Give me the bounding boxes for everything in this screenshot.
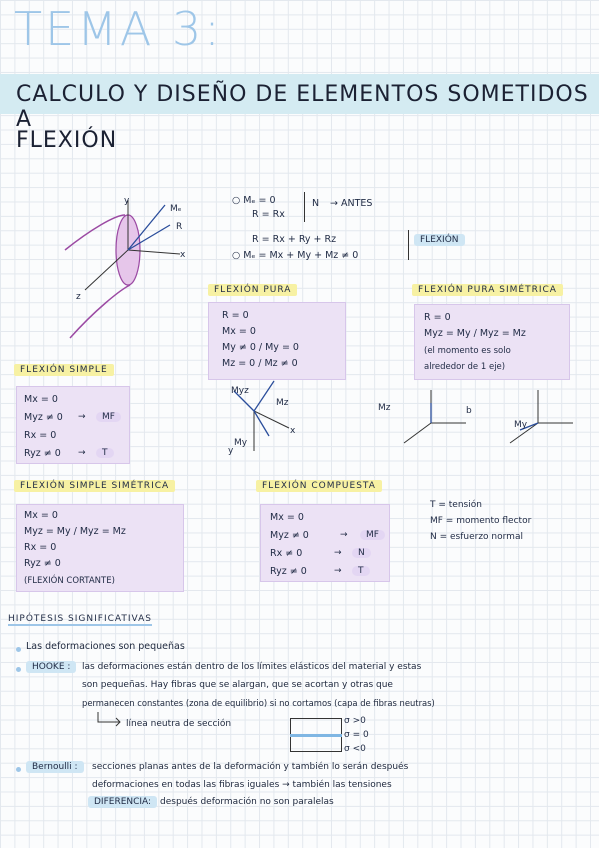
fp-line: R = 0 bbox=[222, 310, 249, 321]
hipotesis-2-l1: las deformaciones están dentro de los lí… bbox=[82, 662, 422, 672]
page-title: TEMA 3: bbox=[14, 2, 223, 56]
hipotesis-1: Las deformaciones son pequeñas bbox=[26, 641, 185, 652]
label-mz: Mz bbox=[276, 398, 289, 408]
eq-antes: → ANTES bbox=[330, 198, 373, 209]
fs-line: Mx = 0 bbox=[24, 394, 58, 405]
tag-mf: MF bbox=[360, 530, 385, 540]
divider bbox=[408, 230, 409, 260]
fs-line: Rx = 0 bbox=[24, 430, 57, 441]
sigma-positive: σ >0 bbox=[344, 716, 366, 726]
fp-line: Mz = 0 / Mz ≠ 0 bbox=[222, 358, 298, 369]
fss-line: Ryz ≠ 0 bbox=[24, 558, 61, 569]
heading-flexion-pura-simetrica: FLEXIÓN PURA SIMÉTRICA bbox=[412, 284, 563, 296]
label-b: b bbox=[466, 406, 472, 416]
hipotesis-3-l1: secciones planas antes de la deformación… bbox=[92, 762, 409, 772]
heading-flexion-simple-simetrica: FLEXIÓN SIMPLE SIMÉTRICA bbox=[14, 480, 176, 492]
axis-x-label: x bbox=[180, 250, 186, 260]
label-myz: Myz bbox=[231, 386, 249, 396]
label-my2: My bbox=[514, 420, 528, 430]
subtitle-band bbox=[0, 74, 599, 114]
hipotesis-3-l3: después deformación no son paralelas bbox=[160, 797, 334, 807]
sigma-negative: σ <0 bbox=[344, 744, 366, 754]
hipotesis-3-l2: deformaciones en todas las fibras iguale… bbox=[92, 780, 392, 790]
label-my: My bbox=[234, 438, 248, 448]
hipotesis-2-l2: son pequeñas. Hay fibras que se alargan,… bbox=[82, 680, 393, 690]
label-y: y bbox=[228, 446, 234, 456]
bullet bbox=[16, 667, 21, 672]
flexion-tag: FLEXIÓN bbox=[414, 234, 465, 246]
heading-flexion-compuesta: FLEXIÓN COMPUESTA bbox=[256, 480, 382, 492]
tag-mf: MF bbox=[96, 412, 121, 422]
fss-line: (FLEXIÓN CORTANTE) bbox=[24, 576, 115, 586]
bullet bbox=[16, 647, 21, 652]
box-flexion-pura-simetrica bbox=[414, 304, 570, 380]
legend-item: T = tensión bbox=[430, 500, 482, 510]
box-flexion-simple-simetrica bbox=[16, 504, 184, 592]
fss-line: Rx = 0 bbox=[24, 542, 57, 553]
neutral-line-label: línea neutra de sección bbox=[126, 719, 232, 729]
eq-r-rx: R = Rx bbox=[252, 209, 285, 220]
tag-t: T bbox=[96, 448, 114, 458]
heading-hipotesis: HIPÓTESIS SIGNIFICATIVAS bbox=[8, 614, 152, 626]
fps-line: (el momento es solo bbox=[424, 346, 511, 356]
neutral-line bbox=[290, 734, 342, 737]
eq-me-sum: ○ Mₑ = Mx + My + Mz ≠ 0 bbox=[232, 250, 359, 261]
tag-hooke: HOOKE : bbox=[26, 661, 77, 673]
divider bbox=[304, 192, 305, 222]
hipotesis-2-l3: permanecen constantes (zona de equilibri… bbox=[82, 698, 435, 708]
legend-item: N = esfuerzo normal bbox=[430, 532, 523, 542]
subtitle-line-1: CALCULO Y DISEÑO DE ELEMENTOS SOMETIDOS … bbox=[16, 82, 589, 132]
subtitle-line-2: FLEXIÓN bbox=[16, 128, 118, 153]
axis-z-label: z bbox=[76, 292, 81, 302]
fps-line: Myz = My / Myz = Mz bbox=[424, 328, 526, 339]
tag-diferencia: DIFERENCIA: bbox=[88, 796, 158, 808]
eq-n-label: N bbox=[312, 198, 320, 209]
heading-flexion-simple: FLEXIÓN SIMPLE bbox=[14, 364, 114, 376]
fp-line: Mx = 0 bbox=[222, 326, 256, 337]
r-vector-label: R bbox=[176, 222, 183, 232]
tag-bernoulli: Bernoulli : bbox=[26, 761, 84, 773]
eq-r-sum: R = Rx + Ry + Rz bbox=[252, 234, 337, 245]
fps-line: alrededor de 1 eje) bbox=[424, 362, 506, 372]
bullet bbox=[16, 767, 21, 772]
box-flexion-pura bbox=[208, 302, 346, 380]
sigma-zero: σ = 0 bbox=[344, 730, 369, 740]
fs-line: Ryz ≠ 0 bbox=[24, 448, 61, 459]
tag-n: N bbox=[352, 548, 371, 558]
legend-item: MF = momento flector bbox=[430, 516, 532, 526]
axis-y-label: y bbox=[124, 196, 130, 206]
eq-me-zero: ○ Mₑ = 0 bbox=[232, 195, 276, 206]
fc-line: Rx ≠ 0 bbox=[270, 548, 303, 559]
axes-diagram-3 bbox=[509, 390, 573, 444]
fp-line: My ≠ 0 / My = 0 bbox=[222, 342, 299, 353]
fss-line: Myz = My / Myz = Mz bbox=[24, 526, 126, 537]
fc-line: Myz ≠ 0 bbox=[270, 530, 309, 541]
label-mz2: Mz bbox=[378, 403, 391, 413]
fc-line: Mx = 0 bbox=[270, 512, 304, 523]
fs-line: Myz ≠ 0 bbox=[24, 412, 63, 423]
heading-flexion-pura: FLEXIÓN PURA bbox=[208, 284, 298, 296]
fss-line: Mx = 0 bbox=[24, 510, 58, 521]
hook-arrow-icon bbox=[97, 712, 121, 727]
label-x: x bbox=[290, 426, 296, 436]
fc-line: Ryz ≠ 0 bbox=[270, 566, 307, 577]
axes-diagram-2 bbox=[403, 390, 466, 444]
fps-line: R = 0 bbox=[424, 312, 451, 323]
me-vector-label: Mₑ bbox=[170, 204, 182, 214]
axes-diagram-1 bbox=[233, 380, 290, 451]
tag-t: T bbox=[352, 566, 370, 576]
beam-3d-diagram bbox=[64, 200, 181, 339]
